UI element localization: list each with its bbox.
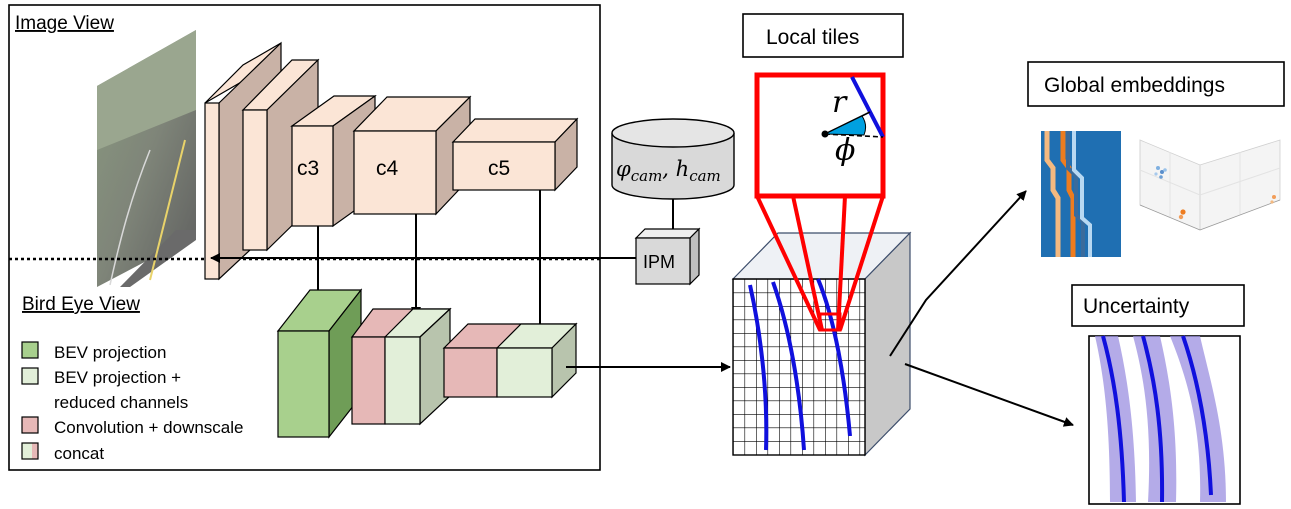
global-title-box xyxy=(1027,61,1285,107)
embedding-map xyxy=(1041,131,1121,257)
legend-label-reduced-1: BEV projection + xyxy=(54,368,181,387)
road-image xyxy=(97,30,196,287)
legend-label-reduced-2: reduced channels xyxy=(54,393,188,412)
arrow-to-global xyxy=(889,190,1027,357)
legend-swatch-projection xyxy=(21,341,39,359)
c5-label: c5 xyxy=(488,157,510,180)
tile-r-label: r xyxy=(832,85,848,120)
c4-label: c4 xyxy=(376,157,399,180)
local-tiles-title-box xyxy=(742,13,904,58)
legend-label-projection: BEV projection xyxy=(54,343,166,362)
uncertainty-lane-1 xyxy=(1101,335,1126,503)
local-tiles-title: Local tiles xyxy=(766,26,859,49)
tile-phi-label: ϕ xyxy=(835,133,855,168)
ipm-box: IPM xyxy=(634,227,701,286)
legend-swatch-reduced xyxy=(21,367,39,385)
legend-swatch-conv xyxy=(21,416,39,434)
bev-title: Bird Eye View xyxy=(22,294,140,315)
backbone-block-c5: c5 xyxy=(451,117,579,192)
legend-label-conv: Convolution + downscale xyxy=(54,418,243,437)
global-title: Global embeddings xyxy=(1044,74,1225,97)
legend-swatch-concat xyxy=(21,442,39,460)
uncertainty-title-box xyxy=(1071,284,1245,327)
embedding-3d-plot xyxy=(1139,139,1281,231)
arrow-to-uncertainty xyxy=(904,363,1074,427)
bev-block-concat-1 xyxy=(350,307,452,426)
camera-params-cylinder: φcam, hcam xyxy=(611,118,735,200)
camera-params-label: φcam, hcam xyxy=(616,157,721,185)
uncertainty-lane-3 xyxy=(1181,335,1213,496)
uncertainty-title: Uncertainty xyxy=(1083,295,1190,318)
grid-lane-3 xyxy=(816,278,852,437)
bev-block-projection xyxy=(276,288,363,439)
grid-lane-2 xyxy=(771,281,806,451)
bev-block-concat-2 xyxy=(442,322,578,399)
local-tile-zoom: r ϕ xyxy=(754,72,886,332)
image-view-title: Image View xyxy=(15,13,114,34)
network-frame xyxy=(8,4,601,471)
ipm-label: IPM xyxy=(643,252,675,272)
grid-lane-1 xyxy=(748,284,769,451)
uncertainty-plot xyxy=(1088,335,1241,505)
uncertainty-lane-2 xyxy=(1141,335,1165,503)
c3-label: c3 xyxy=(297,157,319,180)
bev-grid-cube xyxy=(731,231,912,457)
legend-label-concat: concat xyxy=(54,444,104,463)
legend: BEV projection BEV projection + reduced … xyxy=(21,341,243,463)
